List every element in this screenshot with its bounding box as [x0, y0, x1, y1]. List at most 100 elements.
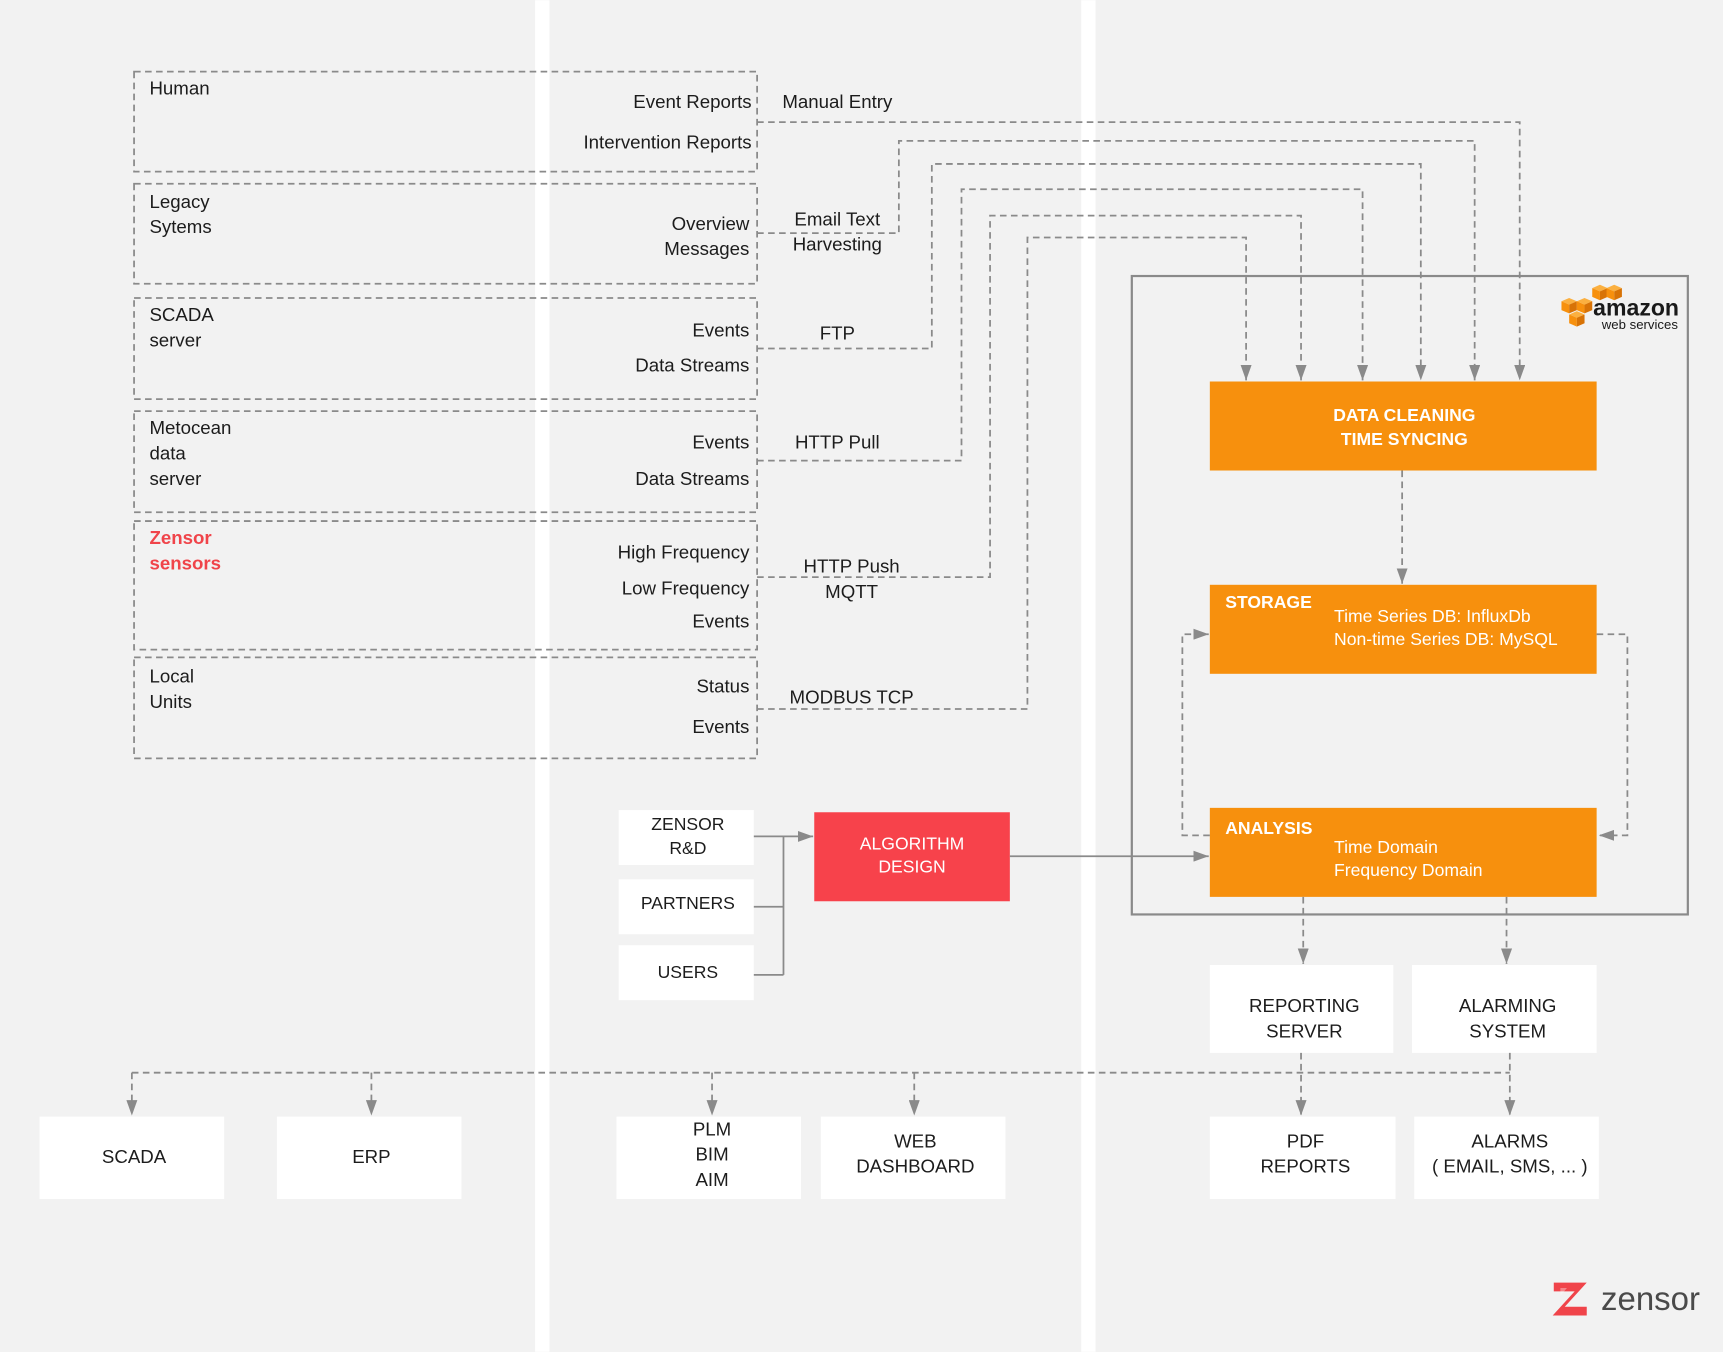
alarming-system-label: ALARMING	[1459, 995, 1557, 1016]
protocol-label: MODBUS TCP	[790, 686, 914, 707]
output-label: REPORTS	[1260, 1156, 1350, 1177]
output-web-dashboard: WEB DASHBOARD	[820, 1116, 1006, 1200]
protocol-label: HTTP Pull	[795, 432, 880, 453]
data-cleaning-box	[1209, 381, 1597, 471]
output-box	[1209, 1116, 1396, 1200]
output-label: ERP	[352, 1146, 390, 1167]
source-label: SCADA	[149, 304, 214, 325]
storage-title: STORAGE	[1225, 592, 1312, 612]
source-metocean-data-server: Metocean data server Events Data Streams	[133, 410, 758, 514]
reporting-server-box	[1209, 964, 1394, 1053]
analysis-title: ANALYSIS	[1225, 818, 1313, 838]
source-scada-server: SCADA server Events Data Streams	[133, 297, 758, 400]
source-zensor-sensors: Zensor sensors High Frequency Low Freque…	[133, 520, 758, 651]
output-connectors	[126, 1052, 1516, 1116]
source-output-label: Overview	[672, 213, 750, 234]
storage-detail: Time Series DB: InfluxDb	[1334, 606, 1531, 626]
aws-frame	[1130, 274, 1689, 916]
contributor-label: PARTNERS	[641, 893, 735, 913]
analysis-detail: Frequency Domain	[1334, 860, 1483, 880]
alarming-system-label: SYSTEM	[1469, 1021, 1546, 1042]
source-box	[133, 410, 758, 514]
data-cleaning-block: DATA CLEANING TIME SYNCING	[1209, 381, 1597, 471]
protocol-label: MQTT	[825, 581, 878, 602]
storage-block: STORAGE Time Series DB: InfluxDb Non-tim…	[1209, 584, 1597, 674]
contributor-partners: PARTNERS	[618, 879, 754, 935]
analysis-box	[1209, 807, 1597, 897]
contributor-box	[618, 945, 754, 1001]
aws-logo: amazon web services	[1561, 284, 1679, 332]
protocol-label: Email Text	[794, 208, 881, 229]
output-label: ( EMAIL, SMS, ... )	[1432, 1156, 1588, 1177]
source-label: server	[149, 468, 201, 489]
contributor-box	[618, 810, 754, 866]
connector-analysis-to-storage	[1181, 628, 1210, 837]
source-label: Zensor	[149, 527, 211, 548]
reporting-server-block: REPORTING SERVER	[1209, 964, 1394, 1053]
source-label: Units	[149, 691, 192, 712]
ingest-connectors	[757, 121, 1526, 710]
source-output-label: Events	[692, 611, 749, 632]
output-label: PLM	[693, 1118, 731, 1139]
source-output-label: Events	[692, 319, 749, 340]
output-label: SCADA	[102, 1146, 167, 1167]
source-output-label: Data Streams	[635, 355, 749, 376]
contributor-label: ZENSOR	[651, 814, 724, 834]
zensor-z-icon-highlight	[1560, 1288, 1567, 1296]
source-human: Human Event Reports Intervention Reports	[133, 70, 758, 173]
storage-box	[1209, 584, 1597, 674]
output-box	[616, 1116, 802, 1200]
source-output-label: Messages	[664, 238, 749, 259]
contributor-users: USERS	[618, 945, 754, 1001]
source-label: Legacy	[149, 191, 210, 212]
output-box	[1414, 1116, 1599, 1200]
zensor-logo: zensor	[1552, 1280, 1700, 1317]
data-cleaning-subtitle: TIME SYNCING	[1341, 429, 1468, 449]
output-label: ALARMS	[1471, 1130, 1548, 1151]
outputs: SCADA ERP PLM BIM AIM WEB DASHBOARD PDF …	[39, 1116, 1599, 1200]
source-output-label: Low Frequency	[622, 578, 750, 599]
output-label: PDF	[1287, 1130, 1324, 1151]
analysis-detail: Time Domain	[1334, 837, 1438, 857]
output-label: BIM	[695, 1144, 728, 1165]
source-output-label: High Frequency	[618, 541, 750, 562]
zensor-z-icon	[1552, 1282, 1587, 1316]
data-cleaning-title: DATA CLEANING	[1333, 405, 1475, 425]
connector-contributors-bracket	[753, 835, 785, 976]
contributor-label: R&D	[669, 838, 706, 858]
contributor-box	[618, 879, 754, 935]
connector-modbus-tcp	[757, 236, 1252, 710]
reporting-server-label: SERVER	[1266, 1021, 1342, 1042]
source-label: server	[149, 329, 201, 350]
output-label: WEB	[894, 1130, 937, 1151]
column-separator	[535, 0, 550, 1352]
output-box	[39, 1116, 225, 1200]
output-plm-bim-aim: PLM BIM AIM	[616, 1116, 802, 1200]
source-output-label: Event Reports	[633, 91, 751, 112]
output-box	[276, 1116, 462, 1200]
connector-http-pull	[757, 188, 1369, 462]
connector-http-push-mqtt	[757, 214, 1307, 578]
source-label: Local	[149, 666, 194, 687]
services: REPORTING SERVER ALARMING SYSTEM	[1209, 896, 1597, 1053]
storage-detail: Non-time Series DB: MySQL	[1334, 629, 1558, 649]
source-local-units: Local Units Status Events	[133, 656, 758, 760]
source-label: Sytems	[149, 216, 211, 237]
output-label: AIM	[695, 1169, 728, 1190]
analysis-block: ANALYSIS Time Domain Frequency Domain	[1209, 807, 1597, 897]
source-label: Human	[149, 78, 209, 99]
protocol-label: Manual Entry	[782, 91, 893, 112]
source-output-label: Events	[692, 716, 749, 737]
connector-ftp	[757, 163, 1427, 381]
source-output-label: Status	[696, 675, 749, 696]
protocol-label: FTP	[820, 323, 855, 344]
source-label: sensors	[149, 552, 221, 573]
algorithm-design-label: DESIGN	[878, 857, 945, 877]
output-erp: ERP	[276, 1116, 462, 1200]
source-box	[133, 656, 758, 760]
source-output-label: Intervention Reports	[583, 132, 751, 153]
output-scada: SCADA	[39, 1116, 225, 1200]
protocol-label: HTTP Push	[804, 556, 900, 577]
algorithm-design-label: ALGORITHM	[860, 834, 965, 854]
